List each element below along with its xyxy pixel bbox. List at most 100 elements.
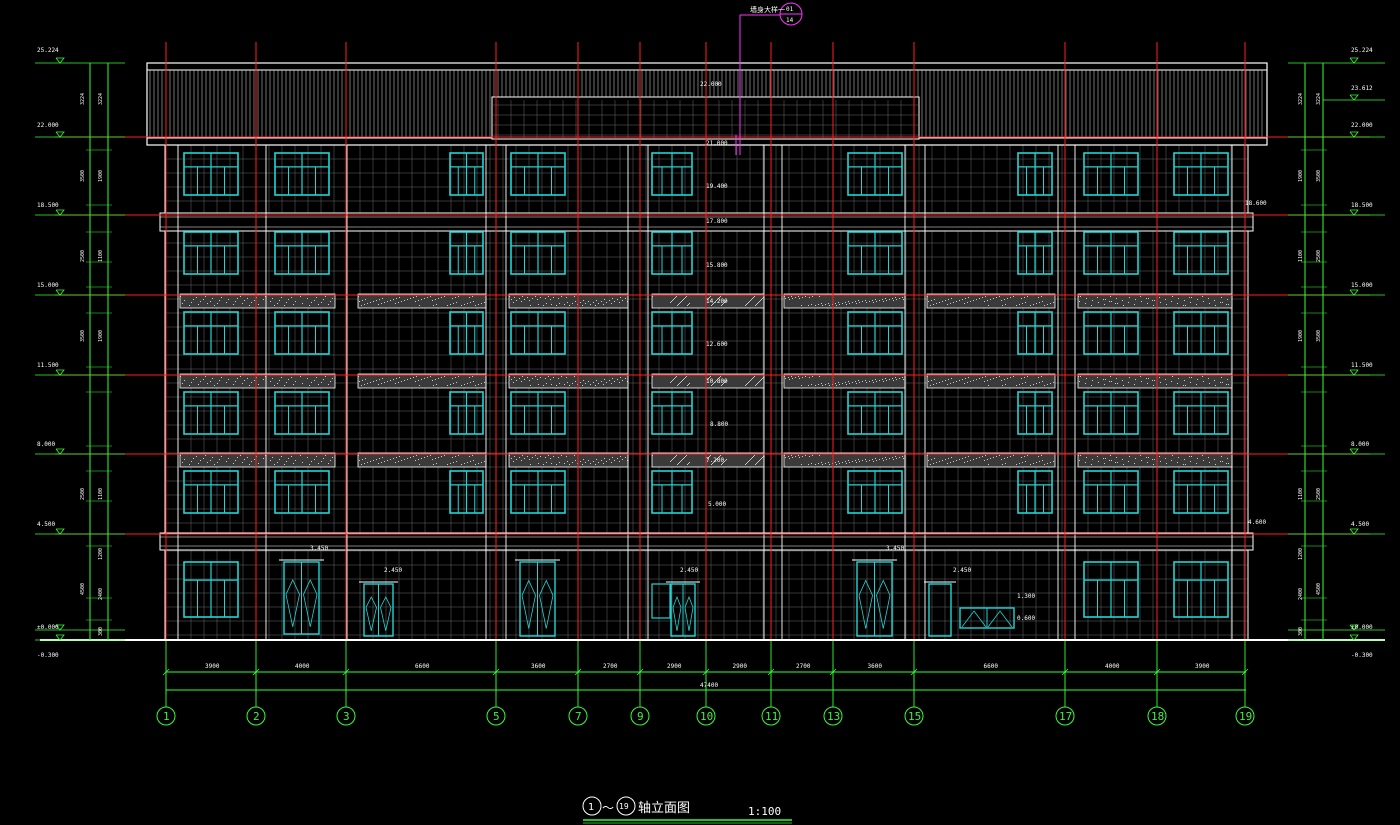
band-speck <box>829 385 830 386</box>
band-speck <box>1109 381 1110 382</box>
band-speck <box>585 303 586 304</box>
band-speck <box>683 458 684 459</box>
band-speck <box>1185 464 1186 465</box>
band-speck <box>180 376 181 377</box>
band-speck <box>1005 304 1006 305</box>
band-speck <box>684 457 685 458</box>
right-dim-c1: 1900 <box>1298 330 1304 342</box>
band-speck <box>300 376 301 377</box>
speckled-band <box>508 293 629 309</box>
band-speck <box>332 378 333 379</box>
band-speck <box>802 297 803 298</box>
door-panel-mark <box>521 579 536 629</box>
band-speck <box>537 458 538 459</box>
band-speck <box>883 460 884 461</box>
speckled-band <box>179 373 336 389</box>
band-speck <box>1148 378 1149 379</box>
band-speck <box>855 301 856 302</box>
left-dim-ground-b: 2400 <box>98 588 104 600</box>
band-speck <box>999 296 1000 297</box>
band-speck <box>677 385 678 386</box>
band-speck <box>749 460 750 461</box>
title-bubble-b <box>616 796 636 816</box>
band-speck <box>1140 455 1141 456</box>
band-speck <box>419 305 420 306</box>
band-speck <box>214 464 215 465</box>
band-speck <box>543 385 544 386</box>
dim-segment: 3900 <box>1195 663 1210 670</box>
band-speck <box>537 379 538 380</box>
band-speck <box>569 385 570 386</box>
band-speck <box>478 463 479 464</box>
band-speck <box>686 296 687 297</box>
band-speck <box>836 464 837 465</box>
band-speck <box>567 382 568 383</box>
band-speck <box>939 302 940 303</box>
band-speck <box>596 300 597 301</box>
band-speck <box>1129 297 1130 298</box>
band-speck <box>1123 305 1124 306</box>
band-speck <box>753 456 754 457</box>
band-speck <box>1092 300 1093 301</box>
band-speck <box>818 463 819 464</box>
band-speck <box>811 384 812 385</box>
band-speck <box>845 302 846 303</box>
band-speck <box>421 458 422 459</box>
band-speck <box>1141 301 1142 302</box>
band-speck <box>933 384 934 385</box>
band-speck <box>464 463 465 464</box>
band-speck <box>376 300 377 301</box>
band-speck <box>595 305 596 306</box>
band-speck <box>683 299 684 300</box>
band-speck <box>1086 378 1087 379</box>
band-speck <box>464 384 465 385</box>
band-speck <box>619 302 620 303</box>
band-speck <box>281 297 282 298</box>
band-speck <box>316 377 317 378</box>
band-speck <box>761 379 762 380</box>
band-speck <box>1147 383 1148 384</box>
band-speck <box>484 302 485 303</box>
band-speck <box>362 380 363 381</box>
band-speck <box>1227 379 1228 380</box>
band-speck <box>785 457 786 458</box>
band-speck <box>825 463 826 464</box>
right-dim-d2: 2500 <box>1316 488 1322 500</box>
left-elev-m0300: -0.300 <box>37 652 59 659</box>
band-speck <box>756 384 757 385</box>
band-speck <box>856 462 857 463</box>
band-speck <box>481 303 482 304</box>
band-speck <box>1105 458 1106 459</box>
band-speck <box>228 379 229 380</box>
band-speck <box>720 296 721 297</box>
band-speck <box>679 462 680 463</box>
band-speck <box>553 377 554 378</box>
left-elev-22000: 22.000 <box>37 122 59 129</box>
band-speck <box>469 456 470 457</box>
left-level-triangle <box>55 209 65 216</box>
band-speck <box>873 461 874 462</box>
right-elev-8000: 8.000 <box>1351 441 1369 448</box>
right-level-triangle <box>1349 209 1359 216</box>
band-speck <box>529 459 530 460</box>
band-speck <box>677 464 678 465</box>
window <box>651 152 693 196</box>
band-speck <box>825 384 826 385</box>
dim-segment: 4000 <box>1105 663 1120 670</box>
band-speck <box>396 457 397 458</box>
band-speck <box>413 377 414 378</box>
band-speck <box>869 301 870 302</box>
band-speck <box>1177 462 1178 463</box>
band-speck <box>795 297 796 298</box>
grid-bubble-label: 17 <box>1059 710 1072 723</box>
band-speck <box>1098 302 1099 303</box>
band-speck <box>672 300 673 301</box>
band-speck <box>1226 384 1227 385</box>
band-speck <box>866 461 867 462</box>
side-window <box>651 583 671 619</box>
band-speck <box>452 457 453 458</box>
band-speck <box>1153 305 1154 306</box>
band-speck <box>798 296 799 297</box>
window <box>449 231 484 275</box>
band-speck <box>532 378 533 379</box>
